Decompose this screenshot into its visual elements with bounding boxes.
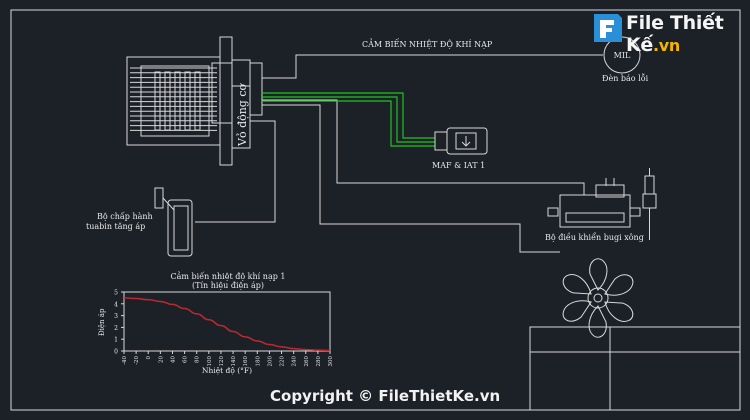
- actuator-core: [173, 205, 189, 251]
- chart-title: Cảm biến nhiệt độ khí nạp 1: [171, 272, 286, 281]
- mil-text: MIL: [614, 51, 631, 60]
- actuator-body: [167, 199, 193, 257]
- chart-x-tick-label: 120: [219, 356, 225, 367]
- signal-wire-3: [262, 100, 435, 147]
- controller-top: [595, 184, 625, 198]
- brand-wordmark: File Thiết Kế.vn: [626, 12, 750, 56]
- fan-hub: [587, 287, 609, 309]
- chart-y-tick-label: 3: [114, 313, 118, 320]
- controller-tab-right: [629, 207, 641, 217]
- chart-y-ticks: 0 1 2 3 4 5: [114, 290, 124, 356]
- wire-to-actuator: [195, 120, 276, 223]
- actuator-label-1: Bộ chấp hành: [97, 212, 153, 221]
- engine-fin-post: [154, 71, 161, 131]
- copyright-watermark: Copyright © FileThietKe.vn: [270, 387, 501, 405]
- engine-fin-post: [174, 71, 181, 131]
- engine-fin-post: [164, 71, 171, 131]
- maf-plug: [434, 131, 448, 151]
- maf-arrow-icon: [461, 141, 471, 147]
- fan-blade: [562, 300, 592, 322]
- chart-series-line: [123, 297, 331, 352]
- chart-x-ticks: -40 -20 0 20 40 60 80 100 120 140 160 180 200 220 240 2…: [122, 351, 334, 367]
- engine-fins: [130, 67, 217, 131]
- turbo-actuator: Bộ chấp hành tuabin tăng áp: [86, 187, 193, 257]
- plug-nut: [642, 193, 657, 209]
- engine-housing-label: Vỏ động cơ: [236, 82, 249, 147]
- chart-y-tick-label: 5: [114, 290, 118, 297]
- chart-y-tick-label: 4: [114, 301, 118, 308]
- chart-x-tick-label: 260: [304, 356, 310, 367]
- chart-plot-area: [123, 291, 331, 352]
- chart-x-tick-label: 80: [195, 356, 201, 363]
- controller-strip: [565, 212, 625, 223]
- engine-connector: [211, 62, 233, 124]
- brand-main: File Thiết Kế: [626, 12, 724, 56]
- title-block: [529, 326, 741, 411]
- chart-x-tick-label: 40: [170, 356, 176, 363]
- plug-head: [644, 175, 655, 195]
- chart-x-tick-label: 0: [146, 356, 152, 360]
- chart-y-tick-label: 1: [114, 337, 118, 344]
- actuator-rod: [154, 187, 164, 209]
- wire-to-glow-controller: [262, 99, 585, 195]
- chart-y-tick-label: 0: [114, 349, 118, 356]
- chart-ylabel: Điện áp: [98, 308, 106, 336]
- engine-fin-post: [194, 71, 201, 131]
- title-block-frame: [529, 326, 741, 411]
- fan-blade: [604, 301, 634, 322]
- iat-voltage-chart: Cảm biến nhiệt độ khí nạp 1 (Tín hiệu đi…: [98, 272, 334, 375]
- chart-subtitle: (Tín hiệu điện áp): [192, 281, 264, 290]
- chart-x-tick-label: 200: [267, 356, 273, 367]
- controller-tab-left: [547, 207, 559, 217]
- brand-logo: [588, 8, 744, 48]
- engine-terminal: [249, 62, 263, 116]
- chart-y-tick-label: 2: [114, 325, 118, 332]
- maf-window: [455, 132, 477, 150]
- maf-label: MAF & IAT 1: [432, 161, 485, 170]
- wire-to-mil: [262, 54, 603, 79]
- brand-domain: .vn: [653, 36, 681, 55]
- chart-x-tick-label: 240: [292, 356, 298, 367]
- maf-body: [446, 127, 488, 155]
- engine-fin-post: [184, 71, 191, 131]
- chart-x-tick-label: 60: [183, 356, 189, 363]
- chart-xlabel: Nhiệt độ (°F): [202, 366, 252, 375]
- engine-flange: [219, 36, 233, 166]
- fan-center: [593, 293, 603, 303]
- actuator-link: [162, 197, 175, 211]
- wire-to-fan: [262, 104, 560, 253]
- chart-x-tick-label: 20: [158, 356, 164, 363]
- chart-x-tick-label: 180: [255, 356, 261, 367]
- fan-blades: [562, 258, 634, 338]
- drawing-frame: [10, 9, 741, 411]
- chart-x-tick-label: 140: [231, 356, 237, 367]
- fan-blade: [588, 305, 607, 338]
- cooling-fan: [562, 258, 634, 338]
- chart-x-tick-label: 160: [243, 356, 249, 367]
- actuator-label-2: tuabin tăng áp: [86, 222, 145, 231]
- glow-plug: [642, 168, 657, 240]
- chart-x-tick-label: -40: [122, 356, 128, 365]
- signal-wire-2: [262, 96, 435, 143]
- glow-controller: Bộ điều khiển bugi xông: [545, 178, 644, 242]
- chart-x-tick-label: 300: [328, 356, 334, 367]
- mil-caption: Đèn báo lỗi: [602, 74, 649, 83]
- brand-mark-icon: [594, 14, 622, 42]
- fan-blade: [589, 258, 608, 291]
- fan-blade: [604, 274, 634, 296]
- signal-wire-1: [262, 92, 435, 139]
- glow-controller-label: Bộ điều khiển bugi xông: [545, 233, 644, 242]
- iat-title: CẢM BIẾN NHIỆT ĐỘ KHÍ NẠP: [362, 39, 493, 49]
- chart-x-tick-label: 100: [207, 356, 213, 367]
- wires: [195, 54, 603, 253]
- engine-block: Vỏ động cơ: [126, 36, 263, 166]
- engine-core: [140, 65, 210, 137]
- chart-x-tick-label: 220: [280, 356, 286, 367]
- maf-sensor: MAF & IAT 1: [432, 127, 488, 170]
- chart-x-tick-label: -20: [134, 356, 140, 365]
- fan-blade: [562, 274, 592, 295]
- chart-x-tick-label: 280: [316, 356, 322, 367]
